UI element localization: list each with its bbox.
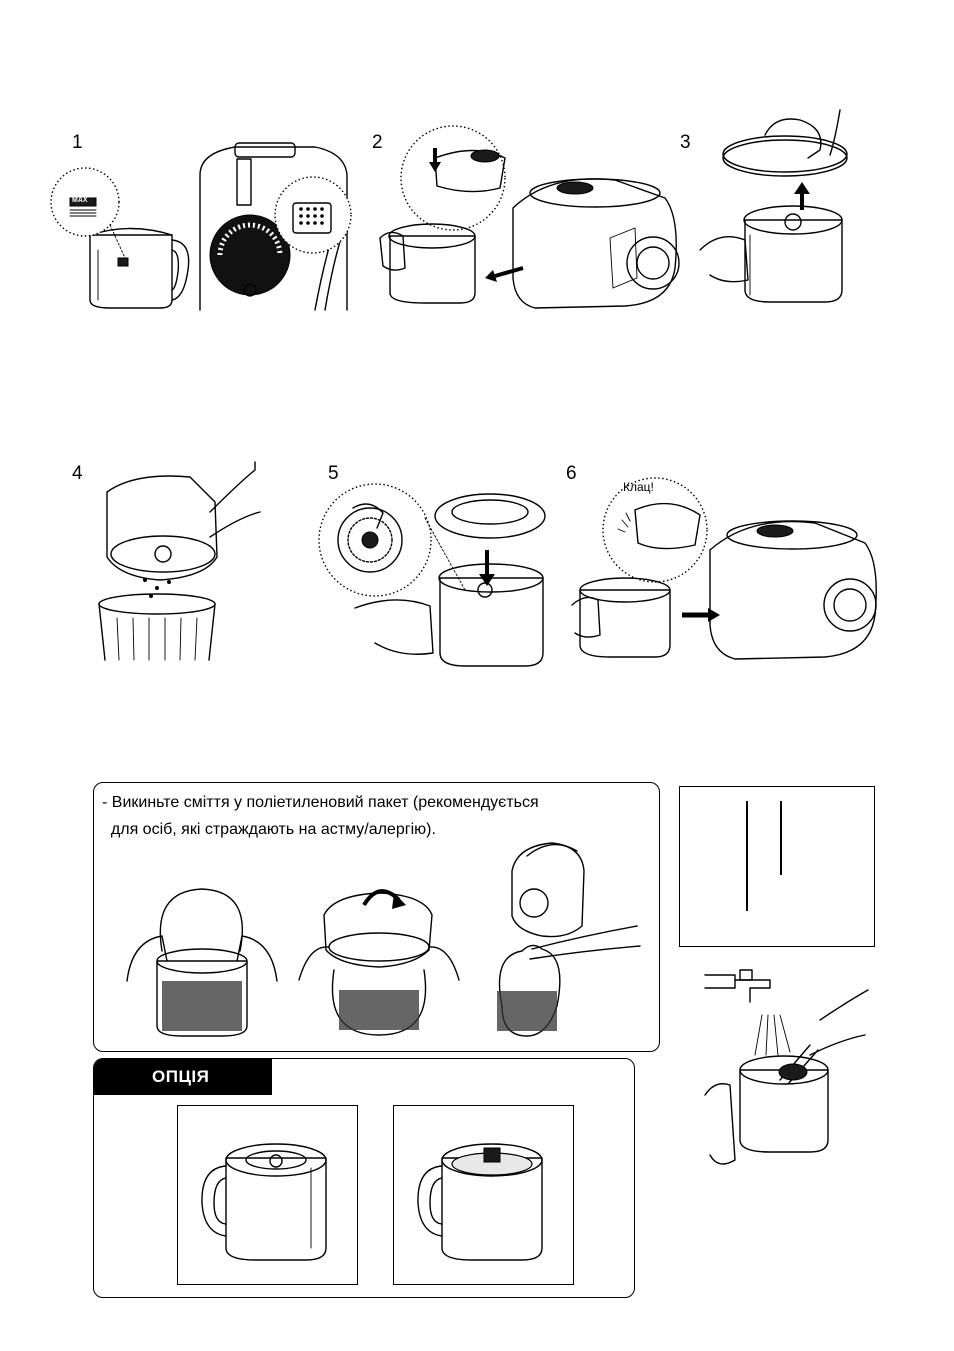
max-level-label: MAX: [72, 197, 88, 204]
washing-bin-under-tap-illustration: [700, 960, 870, 1175]
bin-without-filter-illustration: [196, 1128, 341, 1268]
step-number-1: 1: [72, 132, 83, 154]
step2-remove-bin-illustration: [375, 118, 685, 318]
plastic-bag-note-panel: - Викиньте сміття у поліетиленовий пакет…: [93, 782, 660, 1052]
bag-step-cover-illustration: [122, 881, 282, 1041]
plastic-bag-note-line-1: - Викиньте сміття у поліетиленовий пакет…: [102, 791, 539, 815]
click-sound-label: Клац!: [623, 480, 654, 494]
step5-reassemble-illustration: [315, 478, 555, 673]
step3-lift-cover-illustration: [690, 110, 870, 315]
step1-filter-indicator-illustration: [195, 135, 360, 315]
step-number-4: 4: [72, 463, 83, 485]
bag-step-invert-illustration: [294, 875, 464, 1040]
option-frame-bin-with-filter: [393, 1105, 574, 1285]
note-box-line-right: [780, 801, 782, 875]
option-frame-bin-without-filter: [177, 1105, 358, 1285]
option-tab: ОПЦІЯ: [94, 1059, 272, 1095]
blank-note-box: [679, 786, 875, 947]
plastic-bag-note-line-2: для осіб, які страждають на астму/алергі…: [102, 818, 436, 842]
option-title: ОПЦІЯ: [152, 1067, 209, 1087]
bin-with-filter-illustration: [412, 1128, 557, 1268]
step4-empty-bin-illustration: [95, 462, 265, 660]
bag-step-tie-illustration: [472, 831, 642, 1041]
step1-dust-bin-illustration: [50, 160, 200, 320]
note-box-line-left: [746, 801, 748, 911]
step6-insert-bin-illustration: [570, 465, 885, 675]
